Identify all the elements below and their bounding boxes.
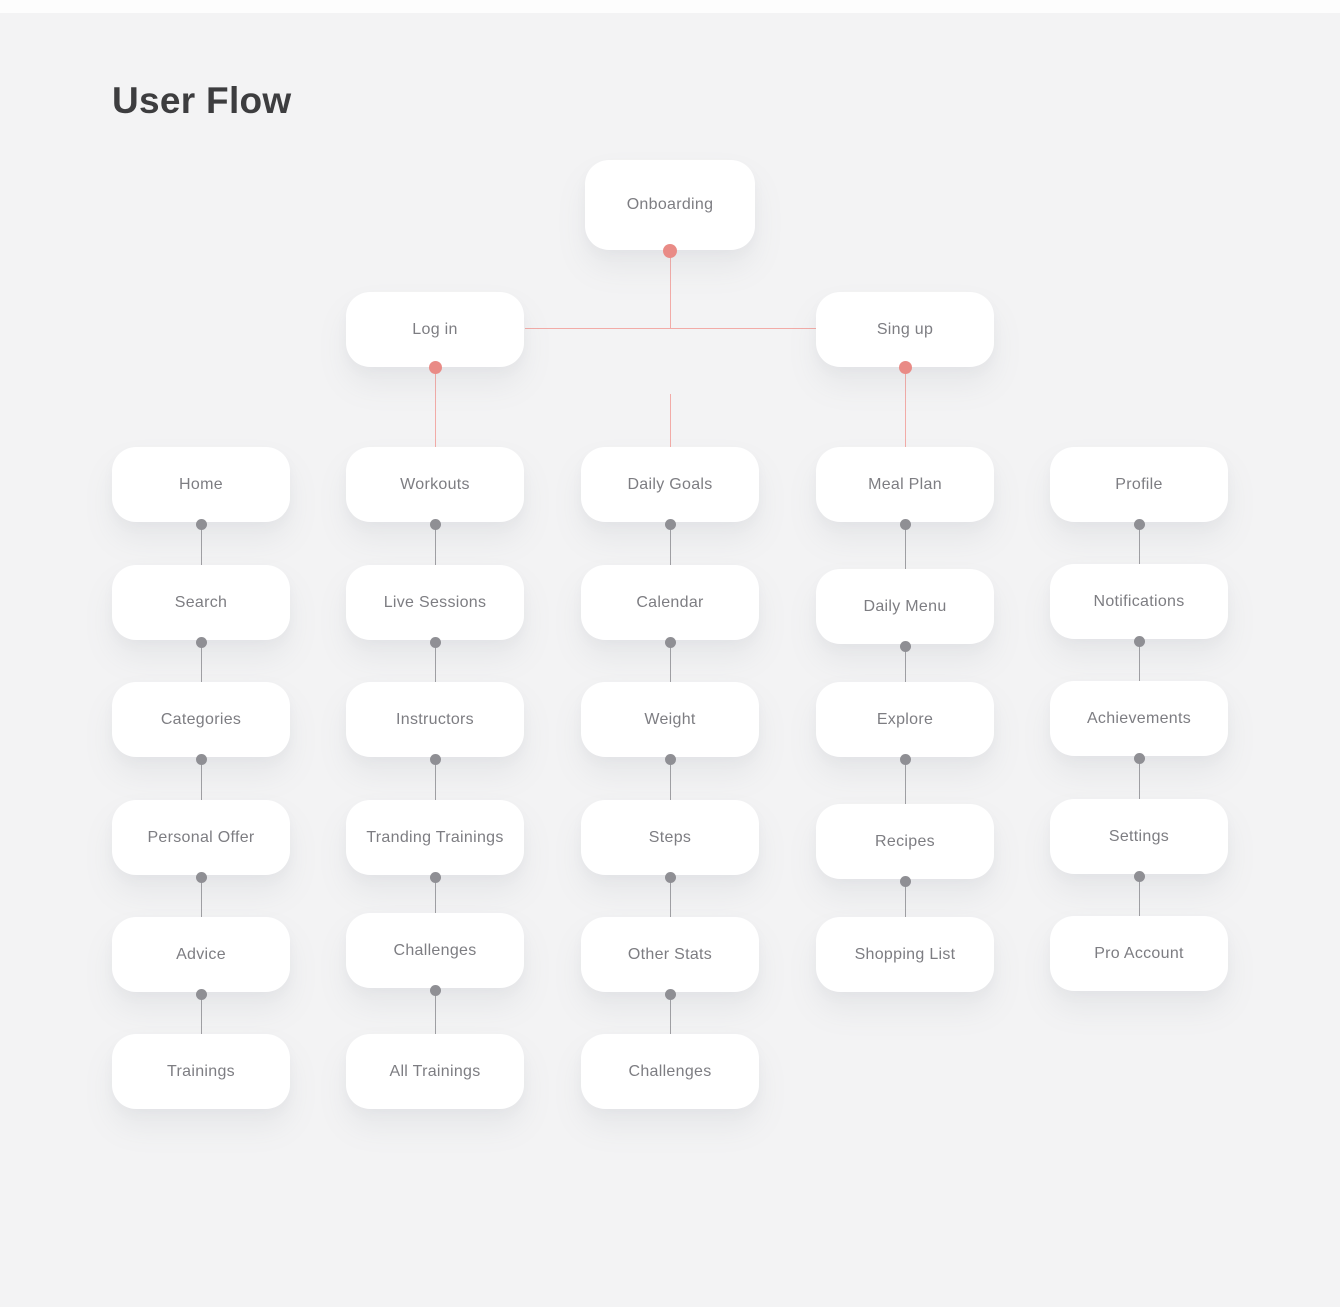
connector-line bbox=[1139, 874, 1140, 916]
connector-line bbox=[1139, 639, 1140, 681]
connector-dot bbox=[429, 518, 441, 530]
connector-dot bbox=[899, 518, 911, 530]
flow-node-recipes: Recipes bbox=[816, 804, 994, 879]
connector-line bbox=[201, 992, 202, 1034]
flow-node-challenges: Challenges bbox=[581, 1034, 759, 1109]
connector-dot bbox=[1133, 635, 1145, 647]
connector-dot bbox=[195, 871, 207, 883]
flow-node-notifications: Notifications bbox=[1050, 564, 1228, 639]
connector-dot bbox=[195, 518, 207, 530]
connector-line bbox=[435, 875, 436, 913]
connector-line bbox=[435, 757, 436, 800]
connector-line bbox=[201, 640, 202, 682]
connector-dot bbox=[429, 636, 441, 648]
flow-node-settings: Settings bbox=[1050, 799, 1228, 874]
connector-dot bbox=[195, 753, 207, 765]
flow-node-trainings: Trainings bbox=[112, 1034, 290, 1109]
branch-dot-login bbox=[429, 361, 442, 374]
connector-line-onboarding bbox=[670, 250, 671, 328]
flow-node-explore: Explore bbox=[816, 682, 994, 757]
flow-node-categories: Categories bbox=[112, 682, 290, 757]
connector-dot bbox=[195, 988, 207, 1000]
connector-line-branch bbox=[525, 328, 816, 329]
flow-node-meal-plan: Meal Plan bbox=[816, 447, 994, 522]
connector-line bbox=[435, 522, 436, 565]
connector-dot bbox=[899, 640, 911, 652]
connector-line-login-workouts bbox=[435, 367, 436, 447]
connector-dot bbox=[1133, 518, 1145, 530]
flow-node-workouts: Workouts bbox=[346, 447, 524, 522]
top-strip bbox=[0, 0, 1340, 13]
flow-node-search: Search bbox=[112, 565, 290, 640]
connector-line bbox=[201, 522, 202, 565]
flow-node-achievements: Achievements bbox=[1050, 681, 1228, 756]
connector-dot bbox=[664, 871, 676, 883]
connector-line bbox=[435, 640, 436, 682]
flow-node-live-sessions: Live Sessions bbox=[346, 565, 524, 640]
connector-line bbox=[905, 757, 906, 804]
flow-node-advice: Advice bbox=[112, 917, 290, 992]
flow-node-shopping-list: Shopping List bbox=[816, 917, 994, 992]
flow-node-daily-goals: Daily Goals bbox=[581, 447, 759, 522]
connector-line bbox=[201, 757, 202, 800]
connector-dot bbox=[195, 636, 207, 648]
connector-dot bbox=[1133, 752, 1145, 764]
connector-dot bbox=[899, 875, 911, 887]
connector-line bbox=[905, 522, 906, 569]
flow-node-tranding-trainings: Tranding Trainings bbox=[346, 800, 524, 875]
connector-line-signup-mealplan bbox=[905, 367, 906, 447]
flow-node-sing-up: Sing up bbox=[816, 292, 994, 367]
branch-dot-onboarding bbox=[663, 244, 677, 258]
connector-line bbox=[201, 875, 202, 917]
flow-node-steps: Steps bbox=[581, 800, 759, 875]
flow-node-personal-offer: Personal Offer bbox=[112, 800, 290, 875]
connector-line-daily-goals bbox=[670, 394, 671, 447]
flow-node-onboarding: Onboarding bbox=[585, 160, 755, 250]
flow-node-pro-account: Pro Account bbox=[1050, 916, 1228, 991]
flow-node-all-trainings: All Trainings bbox=[346, 1034, 524, 1109]
connector-dot bbox=[429, 984, 441, 996]
connector-line bbox=[670, 875, 671, 917]
flow-node-calendar: Calendar bbox=[581, 565, 759, 640]
connector-line bbox=[670, 640, 671, 682]
connector-dot bbox=[899, 753, 911, 765]
page-title: User Flow bbox=[112, 80, 292, 121]
branch-dot-signup bbox=[899, 361, 912, 374]
connector-line bbox=[670, 522, 671, 565]
connector-line bbox=[435, 988, 436, 1034]
connector-dot bbox=[429, 871, 441, 883]
flow-node-challenges: Challenges bbox=[346, 913, 524, 988]
connector-dot bbox=[1133, 870, 1145, 882]
connector-dot bbox=[664, 988, 676, 1000]
connector-line bbox=[905, 879, 906, 917]
flow-node-log-in: Log in bbox=[346, 292, 524, 367]
flow-node-other-stats: Other Stats bbox=[581, 917, 759, 992]
connector-line bbox=[1139, 756, 1140, 799]
flow-node-daily-menu: Daily Menu bbox=[816, 569, 994, 644]
flow-node-profile: Profile bbox=[1050, 447, 1228, 522]
flow-node-weight: Weight bbox=[581, 682, 759, 757]
connector-dot bbox=[429, 753, 441, 765]
connector-dot bbox=[664, 753, 676, 765]
connector-dot bbox=[664, 518, 676, 530]
flow-node-home: Home bbox=[112, 447, 290, 522]
connector-line bbox=[1139, 522, 1140, 564]
connector-line bbox=[905, 644, 906, 682]
flow-node-instructors: Instructors bbox=[346, 682, 524, 757]
connector-line bbox=[670, 757, 671, 800]
connector-dot bbox=[664, 636, 676, 648]
connector-line bbox=[670, 992, 671, 1034]
